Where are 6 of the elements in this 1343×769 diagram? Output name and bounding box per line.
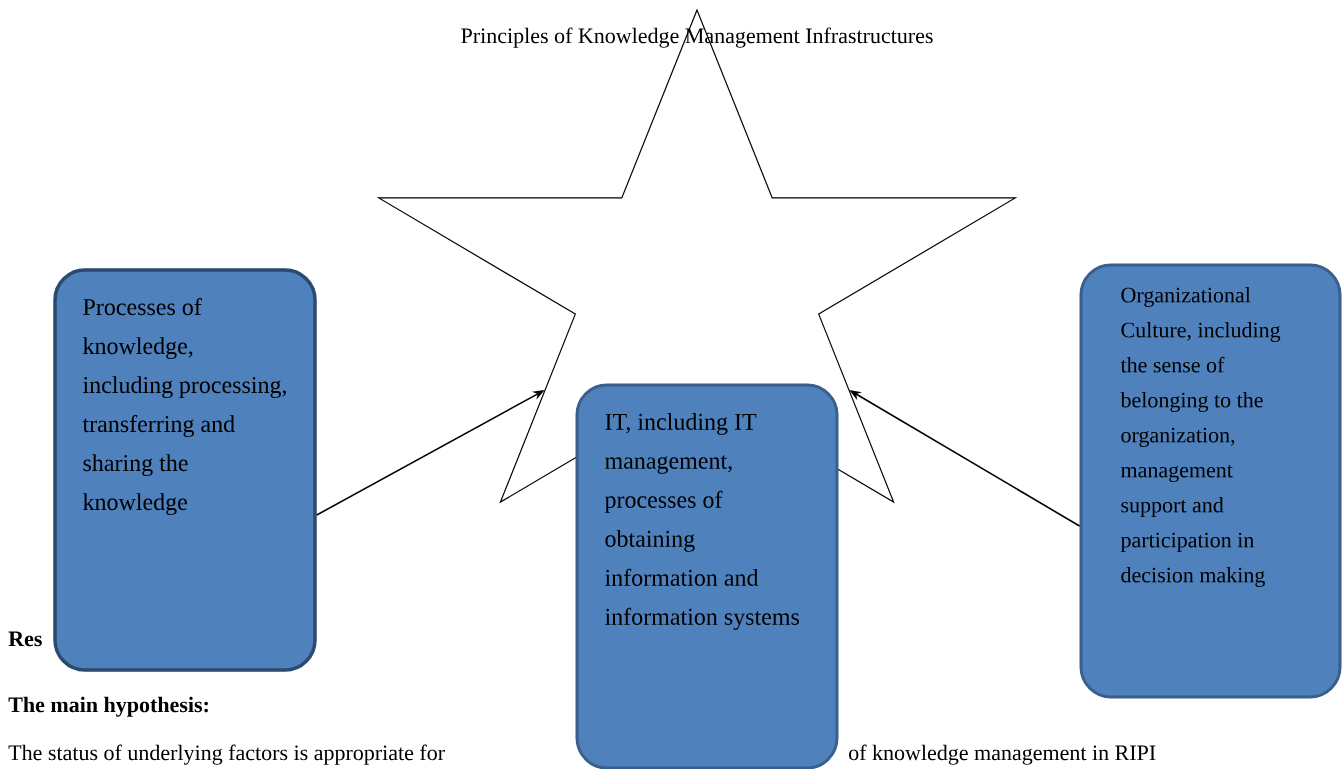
rounded-box: Organizational Culture, including the sense of belonging to the organization, management support and participation in decision making bbox=[1079, 263, 1342, 699]
rounded-box: IT, including IT management, processes of obtaining information and information systems bbox=[575, 383, 839, 769]
body-text: The status of underlying factors is appropriate for bbox=[8, 744, 445, 765]
rounded-box: Processes of knowledge, including processing, transferring and sharing the knowledge bbox=[53, 268, 317, 672]
body-text: The main hypothesis: bbox=[8, 696, 208, 717]
body-text: of knowledge management in RIPI bbox=[849, 744, 1156, 765]
